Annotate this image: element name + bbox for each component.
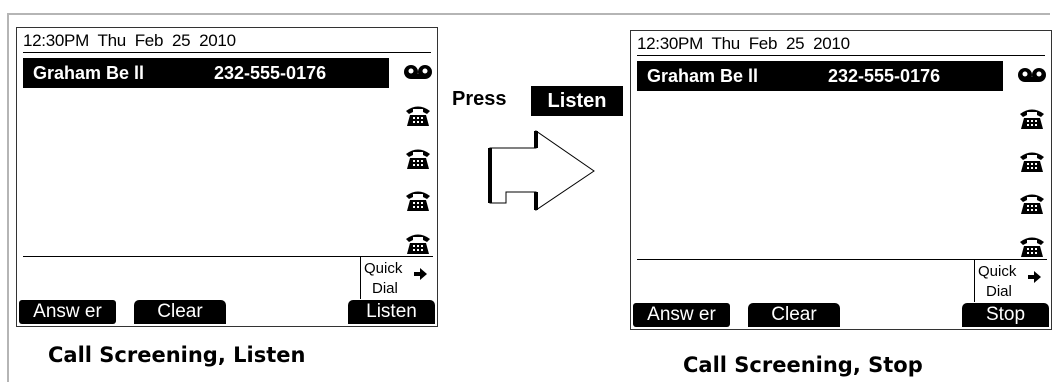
telephone-icon xyxy=(1020,237,1044,257)
caller-row-selected[interactable]: Graham Be ll 232-555-0176 xyxy=(23,58,389,88)
caption-stop: Call Screening, Stop xyxy=(683,353,923,377)
quick-dial-label-line2: Dial xyxy=(986,283,1012,300)
softkey-divider xyxy=(637,259,1047,260)
bent-arrow-icon xyxy=(488,130,595,211)
telephone-icon xyxy=(406,191,430,211)
phone-screen-listen: 12:30PM Thu Feb 25 2010 Graham Be ll 232… xyxy=(16,27,438,327)
quick-dial-label-line2: Dial xyxy=(372,280,398,297)
caller-row-selected[interactable]: Graham Be ll 232-555-0176 xyxy=(637,61,1003,91)
clear-softkey[interactable]: Clear xyxy=(134,300,226,324)
quick-dial-separator xyxy=(974,260,975,302)
press-key-label: Listen xyxy=(531,86,623,116)
caller-name: Graham Be ll xyxy=(33,63,145,83)
caller-number: 232-555-0176 xyxy=(214,63,327,83)
arrow-right-icon xyxy=(1028,271,1041,283)
softkey-divider xyxy=(23,256,433,257)
listen-softkey[interactable]: Listen xyxy=(348,300,435,324)
telephone-icon xyxy=(406,106,430,126)
phone-screen-stop: 12:30PM Thu Feb 25 2010 Graham Be ll 232… xyxy=(630,30,1052,330)
clear-softkey[interactable]: Clear xyxy=(748,303,840,327)
figure-frame xyxy=(7,13,1050,382)
telephone-icon xyxy=(406,149,430,169)
answer-softkey[interactable]: Answ er xyxy=(633,303,730,327)
voicemail-tape-icon xyxy=(404,65,432,79)
arrow-right-icon xyxy=(414,268,427,280)
quick-dial-label-line1: Quick xyxy=(364,260,403,277)
telephone-icon xyxy=(1020,152,1044,172)
quick-dial-separator xyxy=(360,257,361,299)
caller-number: 232-555-0176 xyxy=(828,66,941,86)
telephone-icon xyxy=(1020,109,1044,129)
press-label: Press xyxy=(452,88,507,110)
telephone-icon xyxy=(406,234,430,254)
quick-dial-button[interactable]: Quick Dial xyxy=(978,263,1046,303)
stop-softkey[interactable]: Stop xyxy=(962,303,1049,327)
voicemail-tape-icon xyxy=(1018,68,1046,82)
caller-name: Graham Be ll xyxy=(647,66,759,86)
status-bar-datetime: 12:30PM Thu Feb 25 2010 xyxy=(637,33,1045,56)
telephone-icon xyxy=(1020,194,1044,214)
answer-softkey[interactable]: Answ er xyxy=(19,300,116,324)
caption-listen: Call Screening, Listen xyxy=(48,343,306,367)
status-bar-datetime: 12:30PM Thu Feb 25 2010 xyxy=(23,30,431,53)
quick-dial-button[interactable]: Quick Dial xyxy=(364,260,432,300)
quick-dial-label-line1: Quick xyxy=(978,263,1017,280)
